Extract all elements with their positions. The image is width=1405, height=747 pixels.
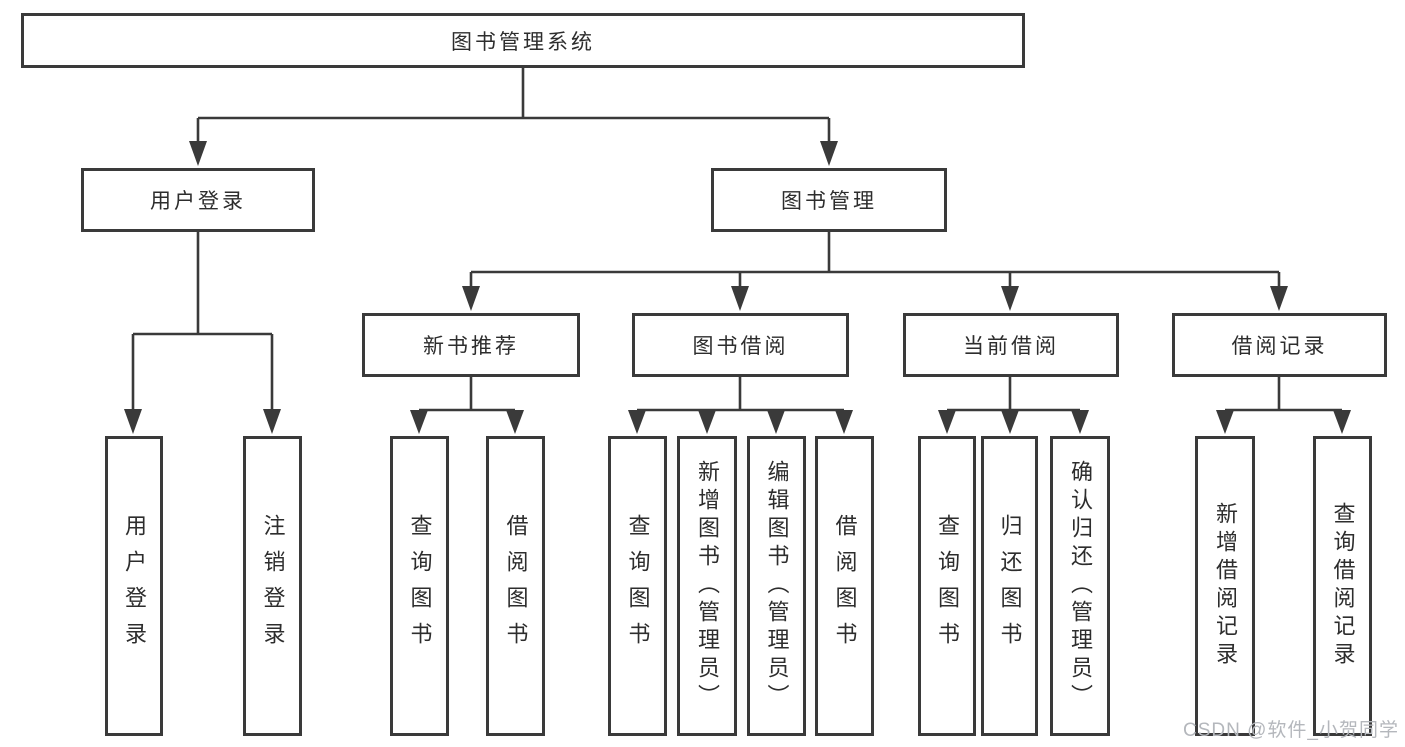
leaf-bb-borrow-books: 借阅图书: [815, 436, 874, 736]
node-user-login: 用户登录: [81, 168, 315, 232]
leaf-logout-login: 注销登录: [243, 436, 302, 736]
leaf-br-query-record: 查询借阅记录: [1313, 436, 1372, 736]
node-new-book-recommend: 新书推荐: [362, 313, 580, 377]
leaf-cb-query-books-label: 查询图书: [935, 514, 960, 658]
node-book-management: 图书管理: [711, 168, 947, 232]
node-current-borrow: 当前借阅: [903, 313, 1119, 377]
leaf-nb-query-books-label: 查询图书: [407, 514, 433, 658]
leaf-cb-confirm-return-admin: 确认归还（管理员）: [1050, 436, 1110, 736]
leaf-bb-add-books-admin: 新增图书（管理员）: [677, 436, 737, 736]
leaf-nb-borrow-books-label: 借阅图书: [503, 514, 529, 658]
csdn-watermark: CSDN @软件_小贺同学: [1183, 720, 1399, 741]
node-root-system: 图书管理系统: [21, 13, 1025, 68]
leaf-br-add-record-label: 新增借阅记录: [1213, 502, 1238, 670]
leaf-cb-query-books: 查询图书: [918, 436, 976, 736]
node-book-borrow: 图书借阅: [632, 313, 849, 377]
arrowheads: [124, 141, 1351, 434]
leaf-nb-query-books: 查询图书: [390, 436, 449, 736]
leaf-user-login: 用户登录: [105, 436, 163, 736]
node-borrow-records: 借阅记录: [1172, 313, 1387, 377]
leaf-bb-add-books-admin-label: 新增图书（管理员）: [695, 460, 720, 712]
leaf-cb-confirm-return-admin-label: 确认归还（管理员）: [1068, 460, 1093, 712]
leaf-bb-borrow-books-label: 借阅图书: [832, 514, 858, 658]
leaf-cb-return-books-label: 归还图书: [997, 514, 1023, 658]
leaf-bb-edit-books-admin: 编辑图书（管理员）: [747, 436, 806, 736]
leaf-logout-login-label: 注销登录: [260, 514, 286, 658]
leaf-bb-query-books: 查询图书: [608, 436, 667, 736]
leaf-nb-borrow-books: 借阅图书: [486, 436, 545, 736]
leaf-br-add-record: 新增借阅记录: [1195, 436, 1255, 736]
leaf-br-query-record-label: 查询借阅记录: [1330, 502, 1356, 670]
leaf-bb-query-books-label: 查询图书: [625, 514, 651, 658]
leaf-bb-edit-books-admin-label: 编辑图书（管理员）: [764, 460, 790, 712]
leaf-user-login-label: 用户登录: [122, 514, 147, 658]
leaf-cb-return-books: 归还图书: [981, 436, 1038, 736]
